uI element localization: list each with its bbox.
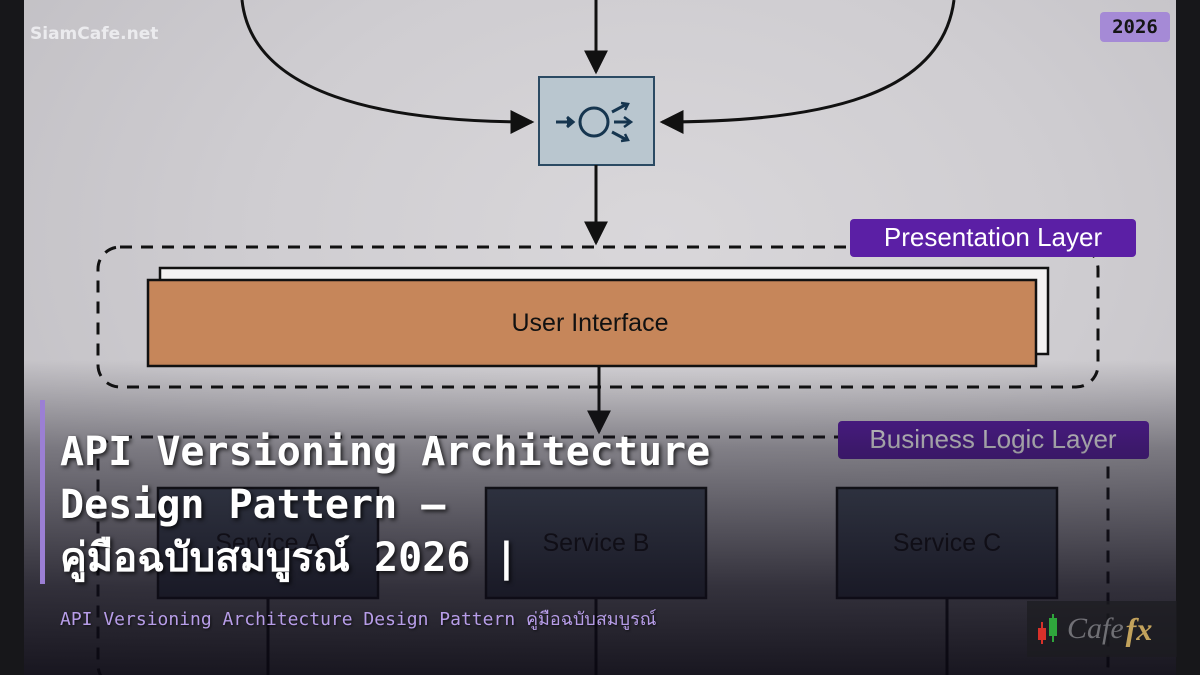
candlestick-chart-icon [1038,614,1057,644]
site-watermark: SiamCafe.net [30,24,159,44]
logo-text-fx: fx [1125,610,1153,647]
article-headline: API Versioning Architecture Design Patte… [60,426,760,585]
client-connector-left [240,0,535,134]
logo-text-cafe: Cafe [1067,612,1124,645]
business-layer-label: Business Logic Layer [869,424,1116,454]
article-subtitle: API Versioning Architecture Design Patte… [60,609,657,630]
presentation-layer-tag [850,219,1136,257]
headline-line-3: คู่มือฉบับสมบูรณ์ 2026 | [60,535,519,581]
cafefx-logo: Cafe fx [1027,601,1177,657]
headline-line-1: API Versioning Architecture [60,429,711,475]
ui-component [146,278,1038,368]
load-balancer-icon [556,101,634,143]
year-badge: 2026 [1100,12,1170,42]
headline-line-2: Design Pattern — [60,482,446,528]
client-connector-right [659,0,956,134]
title-accent-bar [40,400,45,584]
presentation-layer-label: Presentation Layer [884,222,1103,252]
ui-component-label: User Interface [511,309,668,337]
service-c-label: Service C [893,529,1001,557]
